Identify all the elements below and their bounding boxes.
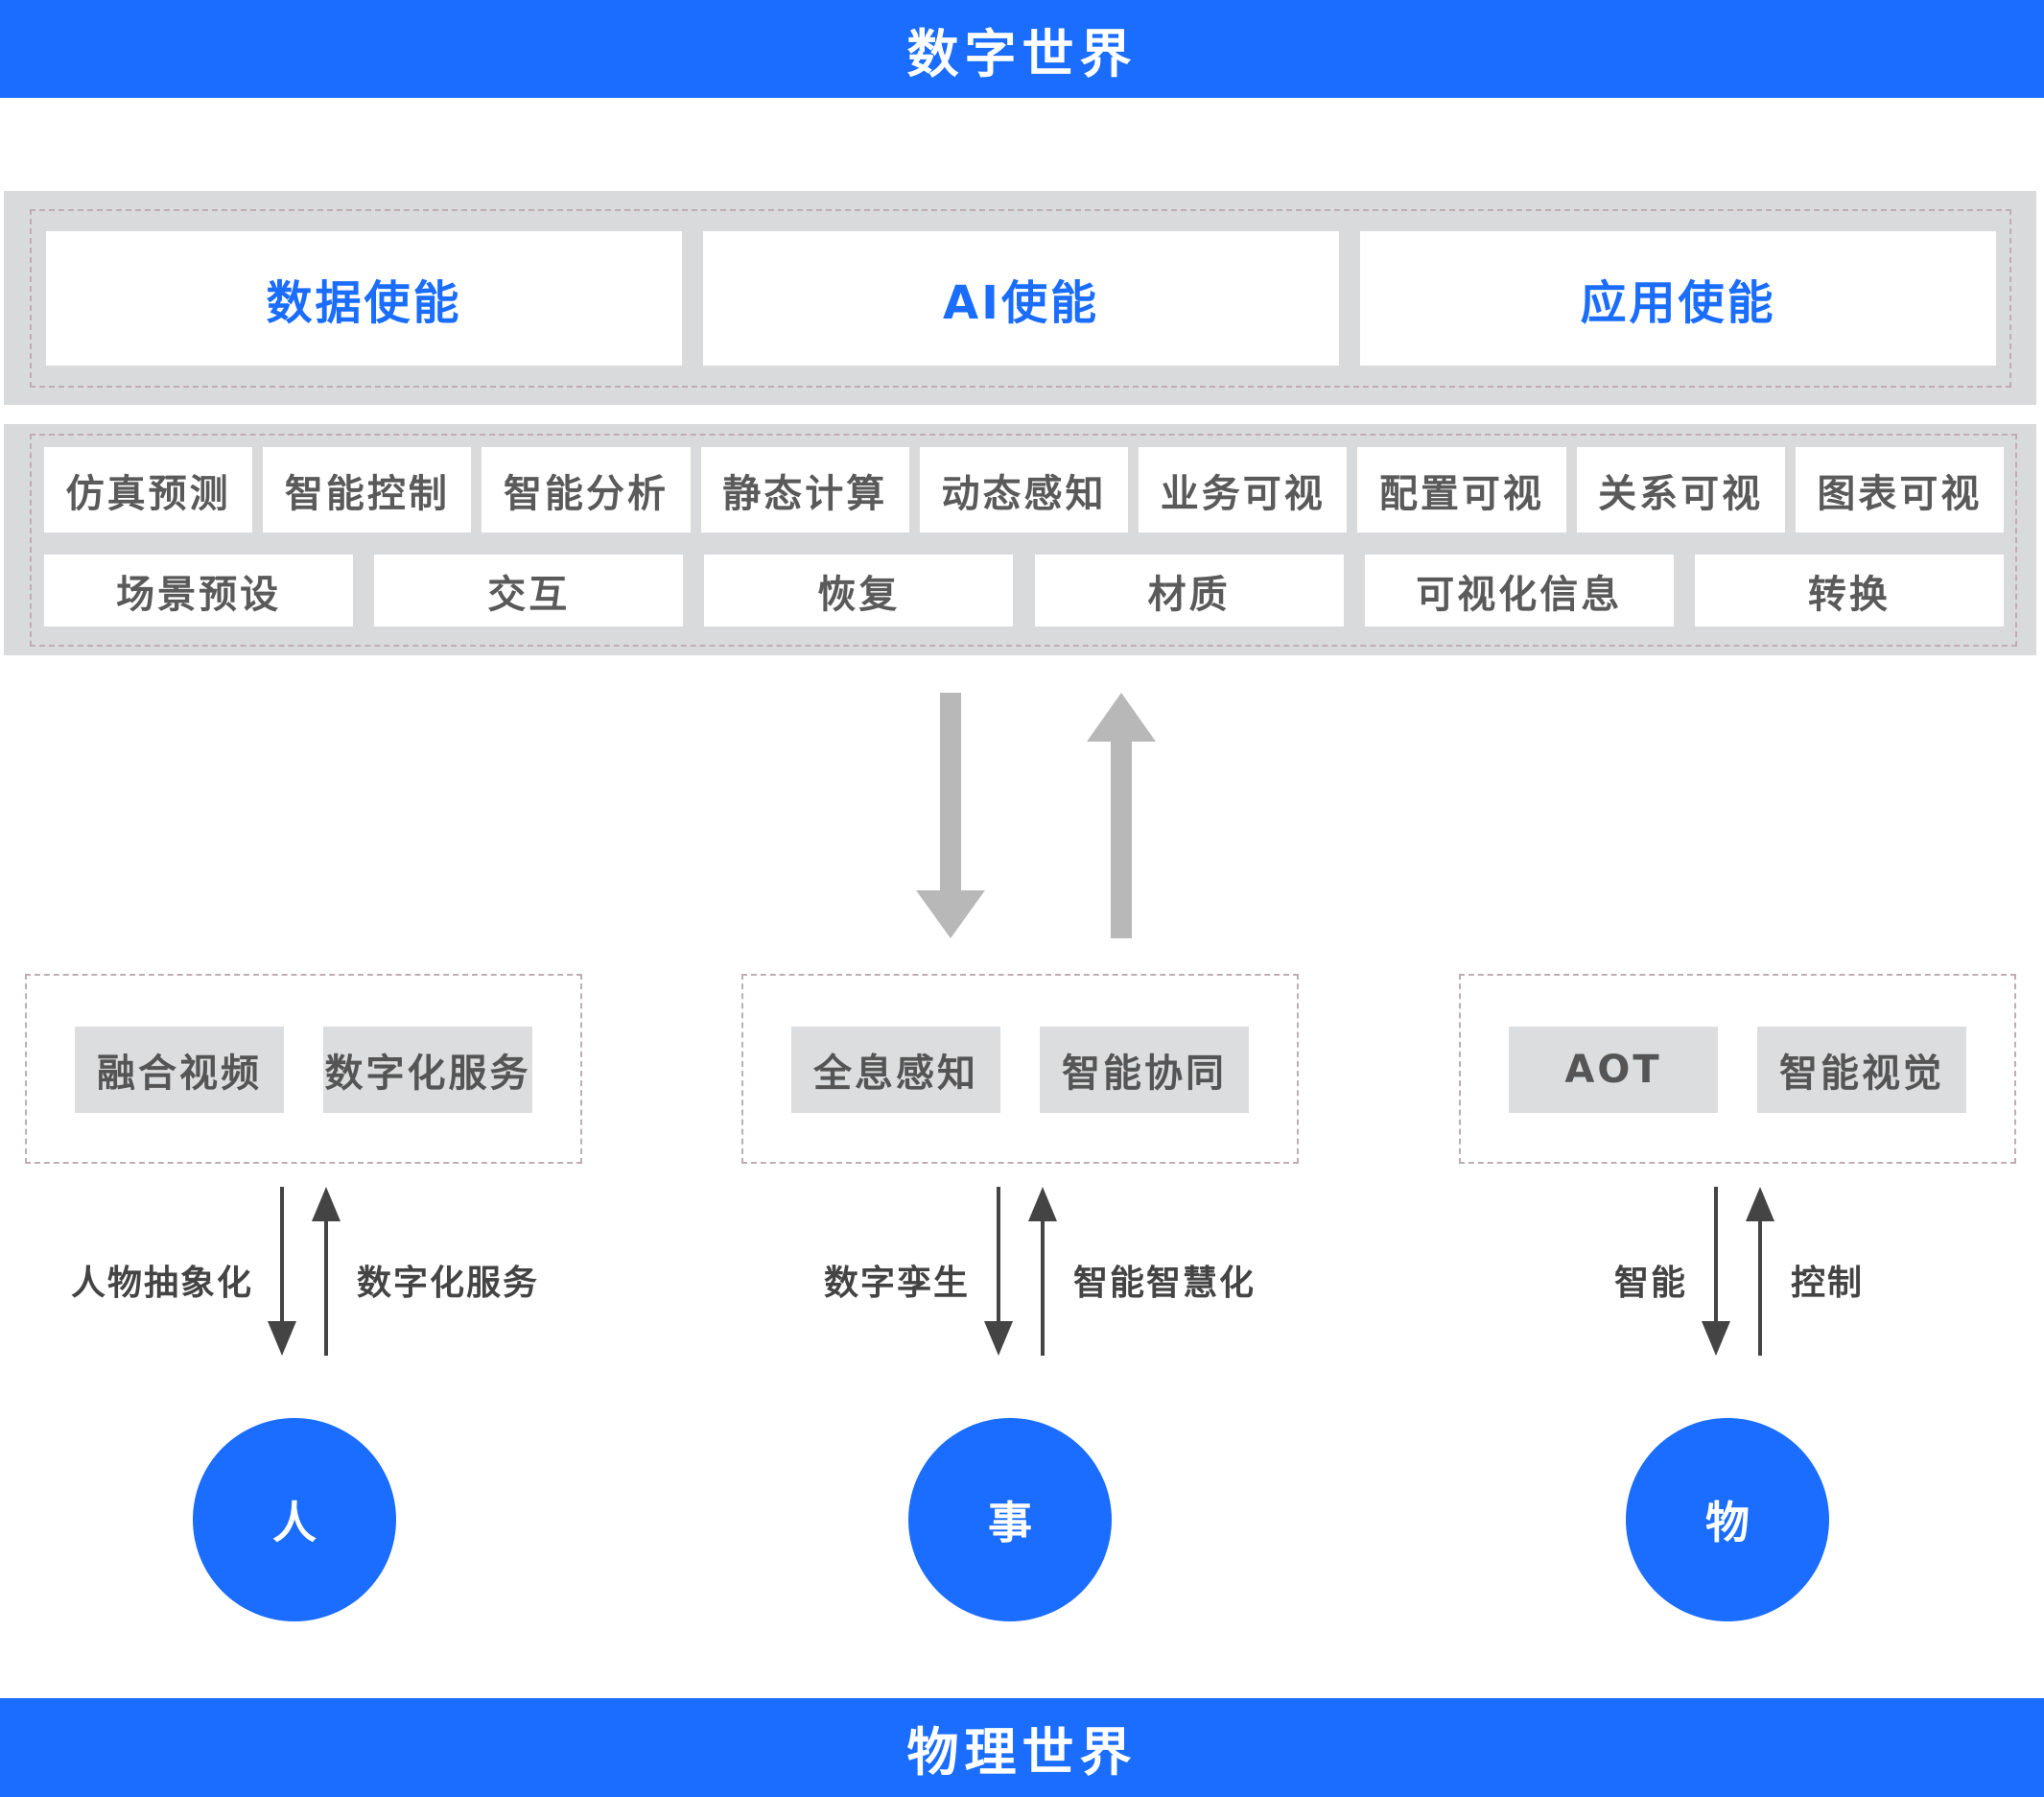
capability-cell: 图表可视 (1795, 447, 2004, 532)
capability-label: 智能控制 (284, 471, 450, 516)
physical-world-banner: 物理世界 (0, 1698, 2044, 1797)
down-arrow-label: 人物抽象化 (70, 1264, 253, 1303)
capability-cell: 业务可视 (1139, 447, 1348, 532)
capability-cell: 关系可视 (1576, 447, 1785, 532)
capability-label: 智能分析 (504, 471, 670, 516)
capability-cell: 材质 (1034, 555, 1344, 627)
capability-label: 材质 (1147, 572, 1231, 617)
group-chip: 智能协同 (1040, 1027, 1249, 1113)
entity-circle: 事 (908, 1418, 1112, 1621)
arrow-up-icon (312, 1187, 341, 1356)
enablement-label: AI使能 (942, 276, 1099, 330)
capability-label: 场景预设 (116, 572, 282, 617)
group-chip: 全息感知 (791, 1027, 1000, 1113)
up-arrow-label: 智能智慧化 (1073, 1264, 1257, 1303)
chip-label: AOT (1564, 1048, 1662, 1092)
capability-label: 关系可视 (1598, 471, 1764, 516)
digital-world-banner: 数字世界 (0, 0, 2044, 98)
capability-label: 业务可视 (1160, 471, 1326, 516)
capability-label: 恢复 (817, 572, 901, 617)
physical-world-title: 物理世界 (906, 1722, 1138, 1783)
group-dashed-box (741, 974, 1299, 1164)
arrow-down-icon (1702, 1187, 1730, 1356)
enablement-label: 应用使能 (1580, 276, 1776, 330)
down-arrow-label: 智能 (1613, 1264, 1687, 1303)
group-chip: 智能视觉 (1757, 1027, 1966, 1113)
capabilities-dashed-frame (30, 434, 2017, 647)
entity-circle: 人 (193, 1418, 396, 1621)
arrow-up-large-icon (1087, 693, 1156, 938)
entity-label: 人 (272, 1497, 317, 1549)
capability-cell: 可视化信息 (1364, 555, 1674, 627)
chip-label: 数字化服务 (324, 1052, 531, 1096)
capability-label: 图表可视 (1817, 471, 1983, 516)
enablement-label: 数据使能 (266, 276, 462, 330)
arrow-down-icon (984, 1187, 1013, 1356)
group-chip: AOT (1509, 1027, 1718, 1113)
capability-cell: 转换 (1694, 555, 2004, 627)
capability-label: 交互 (487, 572, 571, 617)
group-dashed-box (1459, 974, 2016, 1164)
entity-circle: 物 (1626, 1418, 1829, 1621)
capability-cell: 智能分析 (482, 447, 691, 532)
capability-label: 动态感知 (941, 471, 1107, 516)
capability-cell: 仿真预测 (44, 447, 253, 532)
enablement-app: 应用使能 (1360, 231, 1996, 366)
enablement-data: 数据使能 (46, 231, 682, 366)
capability-label: 可视化信息 (1416, 572, 1623, 617)
capability-cell: 静态计算 (700, 447, 909, 532)
capability-label: 静态计算 (722, 471, 888, 516)
chip-label: 全息感知 (813, 1052, 978, 1096)
capability-cell: 恢复 (704, 555, 1014, 627)
capability-cell: 交互 (374, 555, 684, 627)
up-arrow-label: 控制 (1791, 1264, 1865, 1303)
chip-label: 智能协同 (1062, 1052, 1227, 1096)
enablement-ai: AI使能 (703, 231, 1339, 366)
capability-cell: 动态感知 (919, 447, 1129, 532)
arrow-up-icon (1028, 1187, 1057, 1356)
entity-label: 事 (988, 1497, 1032, 1549)
digital-world-title: 数字世界 (906, 23, 1138, 84)
capability-cell: 场景预设 (44, 555, 354, 627)
chip-label: 智能视觉 (1779, 1052, 1944, 1096)
chip-label: 融合视频 (97, 1052, 262, 1096)
capability-label: 配置可视 (1378, 471, 1544, 516)
group-chip: 数字化服务 (323, 1027, 532, 1113)
arrow-up-icon (1746, 1187, 1774, 1356)
group-chip: 融合视频 (75, 1027, 284, 1113)
capability-label: 仿真预测 (65, 471, 231, 516)
capability-cell: 配置可视 (1357, 447, 1566, 532)
arrow-down-icon (268, 1187, 296, 1356)
arrow-down-large-icon (916, 693, 985, 938)
down-arrow-label: 数字孪生 (823, 1264, 970, 1303)
entity-label: 物 (1705, 1497, 1750, 1549)
group-dashed-box (25, 974, 582, 1164)
capability-cell: 智能控制 (263, 447, 472, 532)
up-arrow-label: 数字化服务 (357, 1264, 540, 1303)
enablement-dashed-frame (30, 209, 2011, 388)
capability-label: 转换 (1807, 572, 1891, 617)
